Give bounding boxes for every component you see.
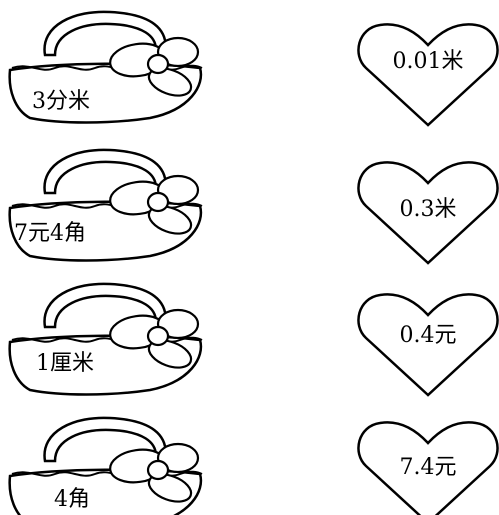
flower-icon (109, 442, 200, 503)
heart-label: 0.4元 (400, 323, 457, 348)
basket-label: 1厘米 (36, 351, 94, 376)
heart-2[interactable]: 0.3米 (357, 161, 499, 265)
heart-1[interactable]: 0.01米 (357, 23, 499, 127)
flower-icon (109, 36, 200, 97)
flower-icon (109, 174, 200, 235)
basket-3[interactable]: 1厘米 (8, 282, 203, 396)
heart-icon (357, 421, 499, 515)
flower-icon (109, 308, 200, 369)
basket-label: 4角 (54, 487, 90, 512)
basket-4[interactable]: 4角 (8, 416, 203, 515)
heart-3[interactable]: 0.4元 (357, 293, 499, 397)
basket-label: 7元4角 (14, 221, 86, 246)
heart-icon (357, 293, 499, 397)
heart-4[interactable]: 7.4元 (357, 421, 499, 515)
basket-label: 3分米 (32, 89, 90, 114)
heart-icon (357, 23, 499, 127)
heart-label: 0.01米 (393, 49, 464, 74)
heart-label: 0.3米 (400, 197, 457, 222)
basket-2[interactable]: 7元4角 (8, 148, 203, 262)
basket-1[interactable]: 3分米 (8, 10, 203, 124)
heart-label: 7.4元 (400, 455, 457, 480)
heart-icon (357, 161, 499, 265)
